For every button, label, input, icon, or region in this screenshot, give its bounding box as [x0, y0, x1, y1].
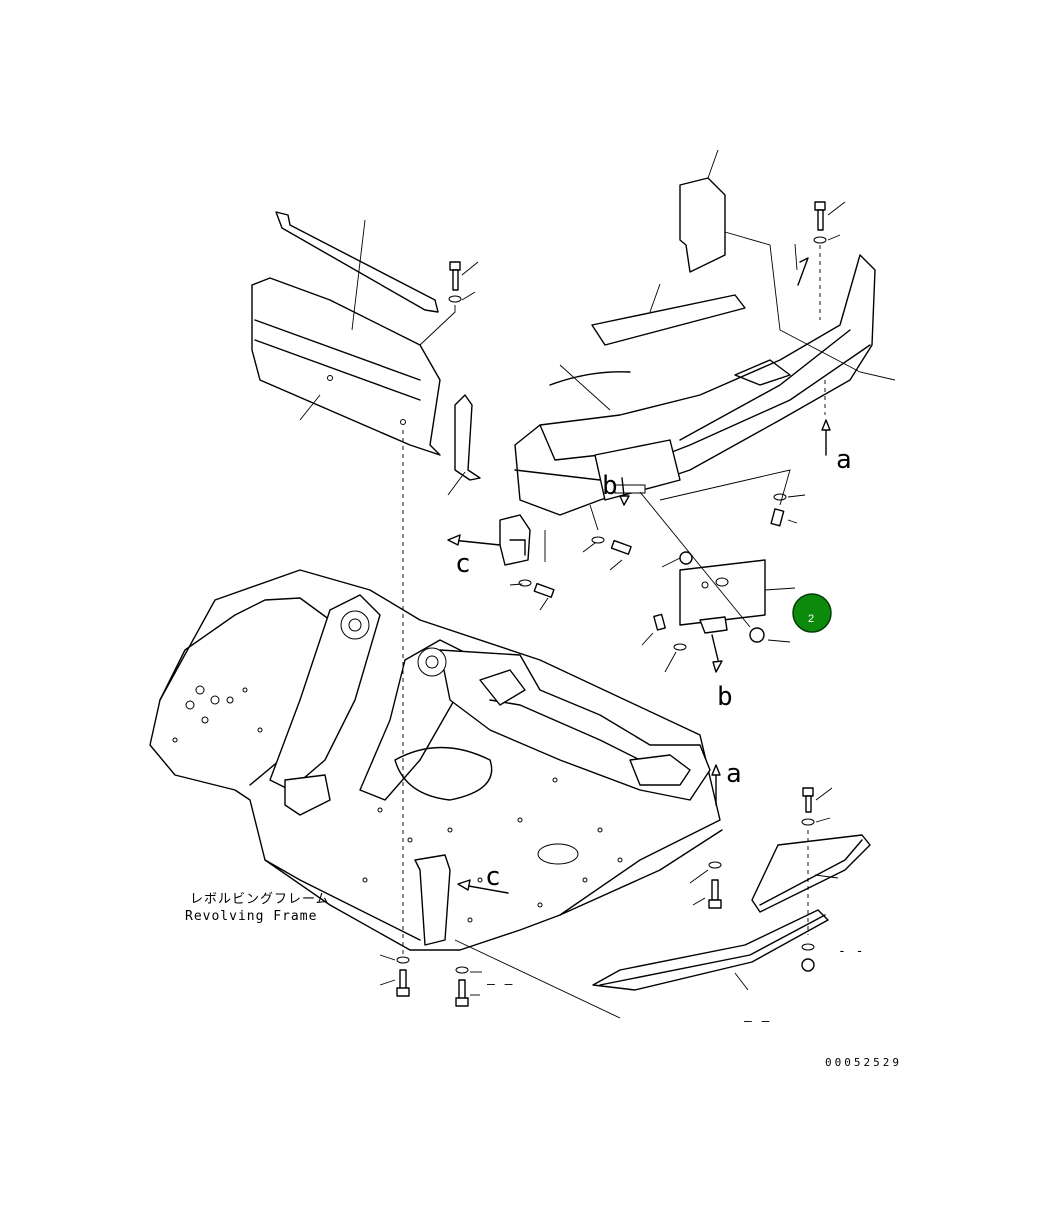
frame-label-japanese: レボルビングフレーム — [190, 892, 330, 907]
bolt-group-4 — [582, 504, 632, 571]
leader-dash-3: - - — [838, 944, 864, 959]
frame-label-english: Revolving Frame — [185, 909, 317, 924]
view-marker-c-lower: c — [485, 862, 501, 892]
plate-bracket — [619, 477, 796, 673]
view-marker-b-lower: b — [717, 682, 733, 712]
frame-holes — [172, 685, 623, 923]
drawing-number: 00052529 — [825, 1056, 902, 1069]
revolving-frame — [149, 569, 723, 951]
cable — [549, 371, 631, 386]
callout-number: 2 — [808, 613, 814, 625]
counterweight — [514, 254, 876, 516]
side-cover — [251, 211, 441, 456]
bolt-group-5 — [689, 764, 722, 909]
bolt-group-2 — [794, 201, 846, 320]
cover-block — [679, 177, 726, 273]
view-marker-a-upper: a — [836, 445, 852, 475]
view-marker-b-upper: b — [602, 471, 618, 501]
side-bracket — [454, 394, 481, 481]
view-marker-c-upper: c — [455, 549, 471, 579]
undercover — [592, 787, 871, 991]
bolt-group-1 — [419, 261, 479, 346]
bolt-group-6 — [379, 430, 621, 1019]
cover-plate — [591, 294, 746, 346]
callout-circle — [792, 593, 832, 633]
bolt-group-3 — [659, 469, 806, 527]
leader-dash-1: – – — [487, 977, 513, 992]
view-marker-a-lower: a — [726, 759, 742, 789]
leader-dash-2: – – — [744, 1014, 770, 1029]
bracket-c — [447, 514, 555, 611]
callout-badge[interactable]: 2 — [792, 593, 832, 633]
